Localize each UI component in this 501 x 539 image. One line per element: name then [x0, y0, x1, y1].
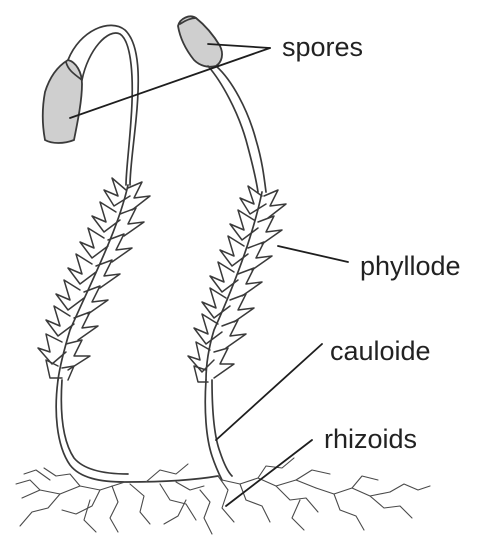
- left-cauloide-inner: [61, 380, 128, 474]
- label-phyllode: phyllode: [360, 251, 461, 281]
- label-rhizoids: rhizoids: [324, 424, 417, 454]
- label-cauloide: cauloide: [330, 336, 431, 366]
- left-seta-inner: [82, 33, 132, 185]
- right-moss-plant: [178, 16, 286, 480]
- right-seta: [216, 66, 266, 192]
- rhizoids-mass: [16, 458, 430, 534]
- left-moss-plant: [38, 25, 218, 482]
- spores-leader-to-left-capsule: [70, 48, 270, 118]
- rhizoids-leader: [226, 440, 312, 506]
- right-cauloide: [205, 380, 222, 480]
- left-cauloide: [56, 380, 218, 482]
- right-capsule: [178, 16, 222, 66]
- label-spores: spores: [282, 32, 363, 62]
- right-leaves: [188, 186, 286, 382]
- right-seta-inner: [208, 66, 258, 192]
- left-capsule: [43, 60, 82, 143]
- cauloide-leader: [216, 344, 322, 440]
- phyllode-leader: [278, 246, 348, 262]
